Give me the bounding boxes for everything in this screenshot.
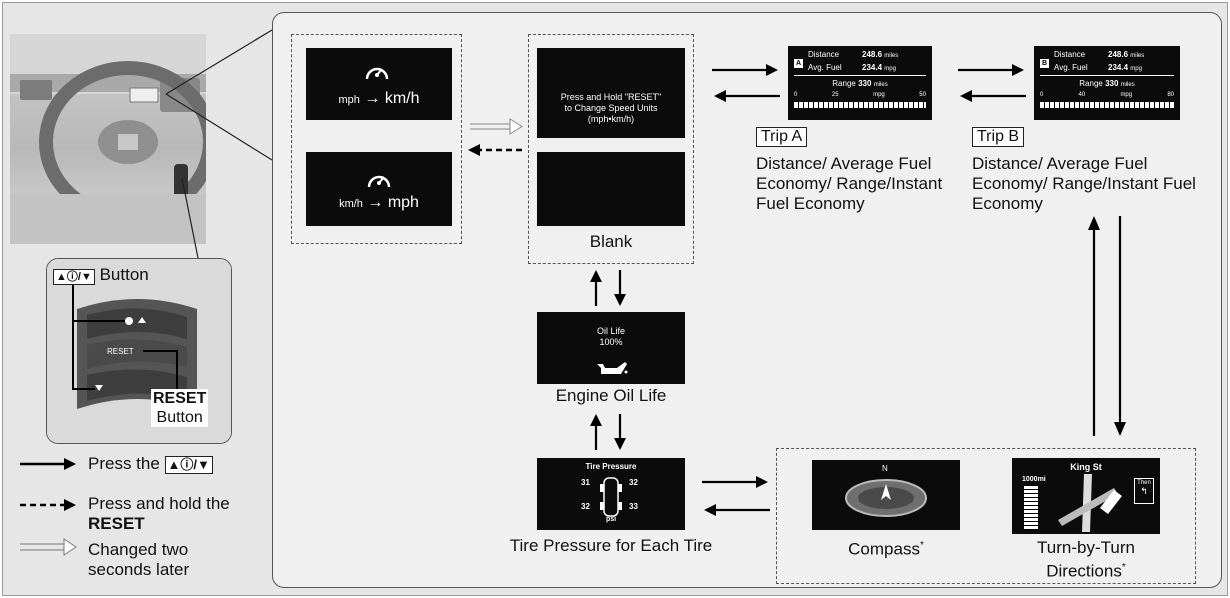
mph-to-kmh-screen: mph → km/h: [306, 48, 452, 120]
trip-b-tag: Trip B: [972, 126, 1025, 147]
speedometer-icon: [365, 67, 389, 80]
reset-instruction-screen: Press and Hold "RESET" to Change Speed U…: [537, 48, 685, 138]
reset-button-caption: RESET Button: [151, 389, 209, 427]
speed-unit-arrows: [468, 118, 523, 156]
reset-printed-text: RESET: [107, 347, 134, 356]
trip-a-mpg-bar: [794, 102, 926, 108]
kmh-to-mph-text: km/h → mph: [339, 194, 419, 211]
tire-pressure-title: Tire Pressure: [585, 462, 637, 471]
oil-can-icon: [597, 362, 628, 374]
blank-oil-arrows: [590, 270, 626, 306]
callout-lines: [165, 29, 273, 259]
oil-tire-arrows: [590, 414, 626, 450]
legend-arrows: [20, 458, 77, 556]
trip-a-range: Range 330 miles: [832, 79, 888, 88]
tire-fr: 32: [629, 478, 638, 487]
compass-screen: N: [812, 460, 960, 530]
trip-b-mpg-bar: [1040, 102, 1174, 108]
oil-life-screen: Oil Life 100%: [537, 312, 685, 384]
blank-screen: [537, 152, 685, 226]
turn-street: King St: [1070, 462, 1102, 472]
oil-life-text: Oil Life 100%: [596, 326, 625, 347]
trip-a-badge: A: [794, 59, 803, 68]
tire-unit: psi: [605, 516, 617, 523]
mph-to-kmh-text: mph → km/h: [338, 90, 420, 107]
tire-rl: 32: [581, 502, 590, 511]
compass-north: N: [882, 464, 888, 473]
button-caption: ▲ⓘ/▼ Button: [53, 265, 149, 285]
tire-rr: 33: [629, 502, 638, 511]
turn-distance-bar: [1024, 486, 1038, 530]
car-top-icon: [600, 477, 622, 517]
trip-b-range: Range 330 miles: [1079, 79, 1135, 88]
trip-b-badge: B: [1040, 59, 1049, 68]
then-box: Then ↰: [1134, 478, 1154, 504]
button-word: Button: [99, 265, 149, 284]
button-closeup: ▲ⓘ/▼ Button RESET RESET Button: [46, 258, 232, 444]
speedometer-icon: [367, 175, 391, 188]
legend-press: Press the ▲ⓘ/▼: [88, 454, 213, 474]
trip-a-trip-b-arrows: [958, 64, 1026, 102]
turn-label: Turn-by-Turn Directions*: [1037, 538, 1135, 581]
navigation-group: [776, 448, 1196, 584]
blank-label: Blank: [589, 232, 633, 251]
legend-changed: Changed two seconds later: [88, 540, 190, 579]
oil-life-label: Engine Oil Life: [555, 386, 667, 405]
reset-instruction-text: Press and Hold "RESET" to Change Speed U…: [560, 92, 662, 124]
trip-a-tag: Trip A: [756, 126, 808, 147]
turn-distance: 1000mi: [1022, 476, 1046, 483]
trip-b-label: Distance/ Average Fuel Economy/ Range/In…: [972, 154, 1196, 213]
steering-wheel-photo: [10, 34, 206, 244]
speed-units-group: [291, 34, 462, 244]
info-arrow-key: ▲ⓘ/▼: [53, 269, 95, 285]
trip-b-nav-arrows: [1088, 216, 1126, 436]
kmh-to-mph-screen: km/h → mph: [306, 152, 452, 226]
legend-press-hold: Press and hold the RESET: [88, 494, 230, 533]
tire-pressure-label: Tire Pressure for Each Tire: [509, 536, 713, 555]
compass-icon: [845, 479, 927, 517]
blank-group: [528, 34, 694, 264]
turn-by-turn-screen: King St 1000mi Then ↰: [1012, 458, 1160, 534]
tire-compass-arrows: [702, 476, 770, 516]
tire-fl: 31: [581, 478, 590, 487]
tire-pressure-screen: Tire Pressure 31 32 32 33 psi: [537, 458, 685, 530]
trip-a-label: Distance/ Average Fuel Economy/ Range/In…: [756, 154, 943, 213]
compass-label: Compass*: [848, 539, 924, 559]
blank-trip-a-arrows: [712, 64, 780, 102]
turn-road-icon: [1058, 474, 1122, 532]
